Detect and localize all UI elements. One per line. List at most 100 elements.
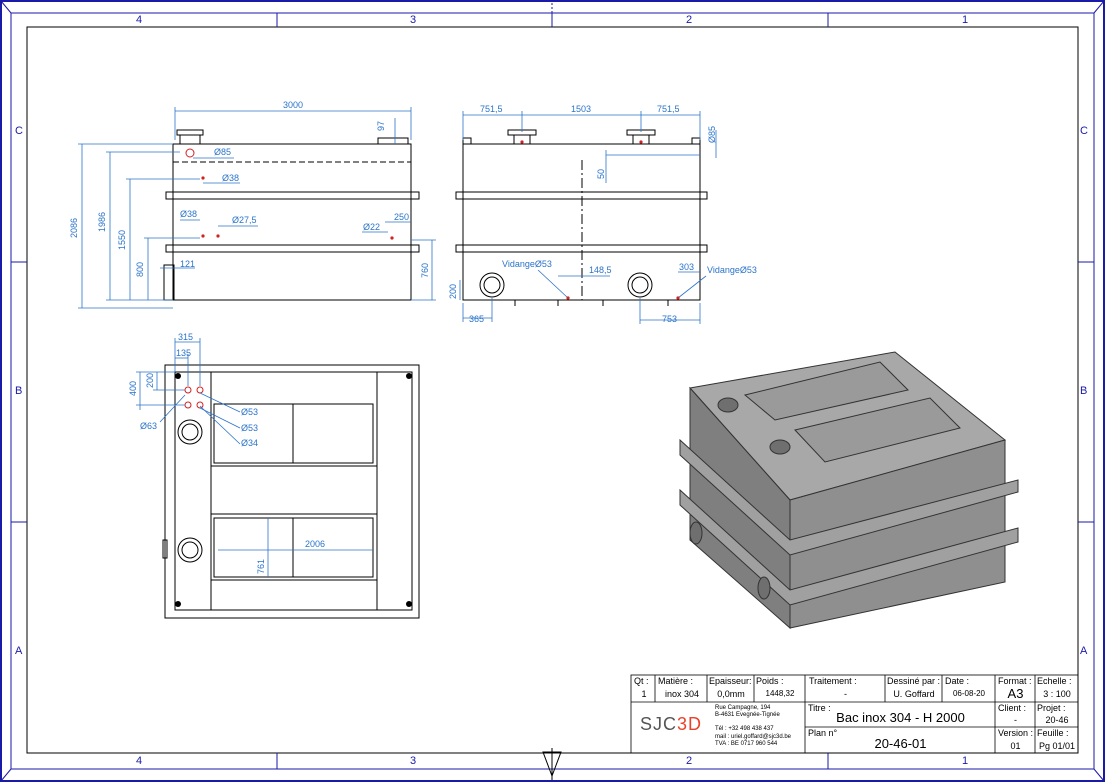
top-view-bolts <box>175 373 412 607</box>
drawing-title: Bac inox 304 - H 2000 <box>836 710 965 725</box>
label-d63: Ø63 <box>140 421 157 431</box>
label-d34: Ø34 <box>241 438 258 448</box>
zone-top-2: 2 <box>686 14 693 26</box>
title-block-grid <box>630 674 1079 754</box>
tb-date-label: Date : <box>945 676 970 686</box>
zone-bottom-1: 1 <box>962 755 969 767</box>
zone-bottom-4: 4 <box>136 755 143 767</box>
logo-accent: 3D <box>677 714 703 734</box>
zone-left-a: A <box>15 645 23 657</box>
tb-thickness-label: Epaisseur: <box>709 676 752 686</box>
dim-250: 250 <box>394 212 409 222</box>
tb-drawn-by-label: Dessiné par : <box>887 676 941 686</box>
dim-length: 3000 <box>283 100 303 110</box>
dim-303: 303 <box>679 262 694 272</box>
zone-right-a: A <box>1080 645 1088 657</box>
tb-drawn-by: U. Goffard <box>893 689 935 699</box>
dim-148: 148,5 <box>589 265 612 275</box>
front-view <box>455 129 708 306</box>
tb-weight: 1448,32 <box>765 689 795 698</box>
tb-project-label: Projet : <box>1037 703 1066 713</box>
zone-left-b: B <box>15 385 23 397</box>
front-view-dims <box>459 111 717 324</box>
side-view-dims <box>78 107 436 309</box>
dim-top: 97 <box>376 121 386 131</box>
tb-qty: 1 <box>641 689 647 699</box>
label-d53-b: Ø53 <box>241 423 258 433</box>
tb-version: 01 <box>1010 741 1021 751</box>
tb-qty-label: Qt : <box>634 676 649 686</box>
plan-number: 20-46-01 <box>874 736 927 751</box>
tb-material-label: Matière : <box>658 676 694 686</box>
dim-121: 121 <box>180 259 195 269</box>
dim-right: 751,5 <box>657 104 680 114</box>
dim-front-d85: Ø85 <box>707 126 717 143</box>
dim-mid: 1503 <box>571 104 591 114</box>
label-d27: Ø27,5 <box>232 215 257 225</box>
zone-bottom-3: 3 <box>410 755 417 767</box>
dim-50: 50 <box>596 169 606 179</box>
tb-format: A3 <box>1007 686 1024 701</box>
tb-project: 20-46 <box>1045 715 1069 725</box>
zone-right-c: C <box>1080 125 1088 137</box>
tb-weight-label: Poids : <box>756 676 784 686</box>
tb-sheet-label: Feuille : <box>1037 728 1069 738</box>
label-drain-1: VidangeØ53 <box>502 259 552 269</box>
dim-top-200: 200 <box>145 373 155 388</box>
tb-client-label: Client : <box>998 703 1027 713</box>
tb-scale: 3 : 100 <box>1043 689 1071 699</box>
dim-760: 760 <box>420 263 430 278</box>
dim-200: 200 <box>448 284 458 299</box>
logo-text: SJC <box>640 714 678 734</box>
dim-800: 800 <box>135 262 145 277</box>
label-d85: Ø85 <box>214 147 231 157</box>
zone-left-c: C <box>15 125 23 137</box>
top-view-dims <box>136 338 373 577</box>
company-logo: SJC3D <box>640 714 702 735</box>
dim-135: 135 <box>176 348 191 358</box>
dim-753: 753 <box>662 314 677 324</box>
tb-version-label: Version : <box>998 728 1034 738</box>
zone-top-4: 4 <box>136 14 143 26</box>
tb-format-label: Format : <box>998 676 1032 686</box>
tb-treatment-label: Traitement : <box>809 676 857 686</box>
label-d38-b: Ø38 <box>180 209 197 219</box>
dim-400: 400 <box>128 381 138 396</box>
zone-top-3: 3 <box>410 14 417 26</box>
label-d53-a: Ø53 <box>241 407 258 417</box>
tb-sheet: Pg 01/01 <box>1038 741 1076 751</box>
side-view <box>163 129 420 301</box>
vat: TVA : BE 0717 960 544 <box>715 741 778 747</box>
label-drain-2: VidangeØ53 <box>707 265 757 275</box>
zone-top-1: 1 <box>962 14 969 26</box>
tb-date: 06-08-20 <box>952 689 986 698</box>
dim-365: 365 <box>469 314 484 324</box>
tb-scale-label: Echelle : <box>1037 676 1072 686</box>
tb-plan-label: Plan n° <box>808 728 838 738</box>
top-view-holes <box>184 386 204 409</box>
front-view-holes <box>520 140 680 300</box>
dim-left: 751,5 <box>480 104 503 114</box>
tb-client: - <box>1014 715 1017 725</box>
dim-total-height: 2086 <box>69 218 79 238</box>
label-d22: Ø22 <box>363 222 380 232</box>
tb-thickness: 0,0mm <box>717 689 745 699</box>
dim-1550: 1550 <box>117 230 127 250</box>
tb-title-label: Titre : <box>808 703 831 713</box>
address-line-2: B-4631 Evegnée-Tignée <box>715 712 780 718</box>
address-line-1: Rue Campagne, 194 <box>715 705 771 711</box>
dim-315: 315 <box>178 332 193 342</box>
tb-treatment: - <box>844 689 847 699</box>
top-view <box>162 364 420 619</box>
zone-right-b: B <box>1080 385 1088 397</box>
zone-bottom-2: 2 <box>686 755 693 767</box>
isometric-view <box>679 351 1019 630</box>
dim-761: 761 <box>256 559 266 574</box>
email: mail : uriel.goffard@sjc3d.be <box>715 734 792 740</box>
side-view-holes <box>201 176 394 240</box>
phone: Tél : +32 498 438 437 <box>715 726 774 732</box>
label-d38-a: Ø38 <box>222 173 239 183</box>
tb-material: inox 304 <box>664 689 700 699</box>
